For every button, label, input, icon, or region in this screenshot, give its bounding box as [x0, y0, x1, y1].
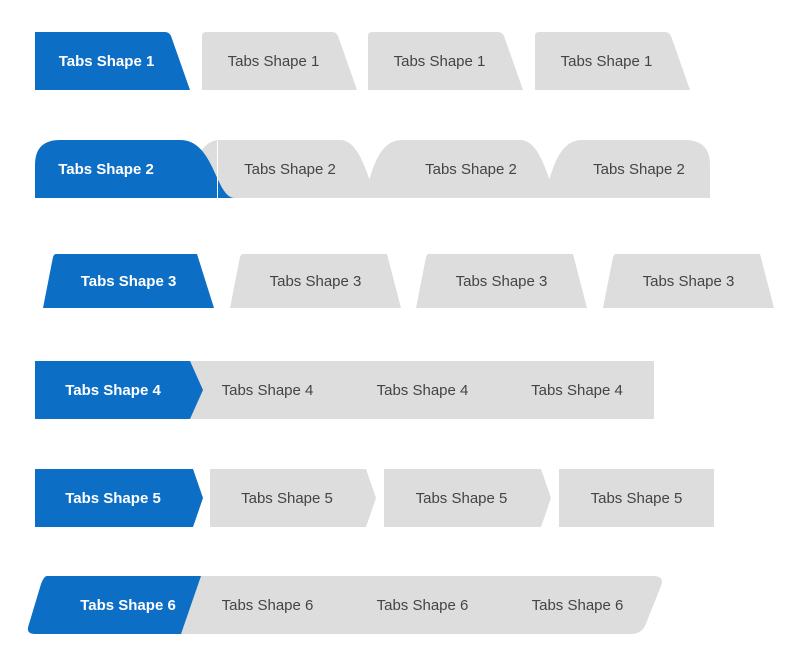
tab-label: Tabs Shape 3 [80, 272, 177, 290]
tab-background [35, 32, 190, 90]
tab-background [35, 469, 203, 527]
tab-background [368, 32, 523, 90]
tab-background [210, 469, 376, 527]
tab-shape-6-4[interactable]: Tabs Shape 6 [500, 576, 655, 634]
tab-background [175, 576, 662, 634]
tab-background [180, 140, 380, 198]
tab-shape-1-3[interactable]: Tabs Shape 1 [368, 32, 523, 90]
tab-label: Tabs Shape 1 [393, 52, 486, 70]
tab-label: Tabs Shape 5 [415, 489, 508, 507]
tab-shape-4-1[interactable]: Tabs Shape 4 [35, 361, 203, 419]
tab-label: Tabs Shape 2 [58, 160, 154, 178]
tab-label: Tabs Shape 5 [590, 489, 683, 507]
tab-shape-5-3[interactable]: Tabs Shape 5 [384, 469, 551, 527]
tab-label: Tabs Shape 1 [58, 52, 155, 70]
tabs-row-shape-4: Tabs Shape 4 Tabs Shape 4 Tabs Shape 4 T… [0, 361, 804, 419]
tab-shape-1-1[interactable]: Tabs Shape 1 [35, 32, 190, 90]
tab-label: Tabs Shape 4 [531, 381, 623, 399]
tab-background [230, 254, 401, 308]
tabs-row-shape-6: Tabs Shape 6 Tabs Shape 6 Tabs Shape 6 T… [0, 576, 804, 634]
tab-label: Tabs Shape 3 [642, 272, 735, 290]
tabs-row-shape-3: Tabs Shape 3 Tabs Shape 3 Tabs Shape 3 T… [0, 254, 804, 308]
tab-shape-2-2[interactable]: Tabs Shape 2 [180, 140, 380, 198]
tab-shape-4-2[interactable]: Tabs Shape 4 [190, 361, 345, 419]
tab-label: Tabs Shape 6 [376, 596, 469, 614]
tab-background [540, 140, 710, 198]
tab-label: Tabs Shape 4 [65, 381, 161, 399]
tab-shape-4-4[interactable]: Tabs Shape 4 [500, 361, 654, 419]
tab-label: Tabs Shape 1 [560, 52, 653, 70]
tab-shape-5-4[interactable]: Tabs Shape 5 [559, 469, 714, 527]
tab-label: Tabs Shape 1 [227, 52, 320, 70]
tab-background [384, 469, 551, 527]
tab-label: Tabs Shape 2 [425, 160, 517, 178]
tabs-row-shape-1: Tabs Shape 1 Tabs Shape 1 Tabs Shape 1 T… [0, 32, 804, 90]
tab-label: Tabs Shape 2 [593, 160, 685, 178]
tab-label: Tabs Shape 5 [241, 489, 333, 507]
tabs-row-shape-2: Tabs Shape 2 Tabs Shape 2 Tabs Shape 2 T… [0, 140, 804, 198]
tab-shape-4-3[interactable]: Tabs Shape 4 [345, 361, 500, 419]
tab-shape-2-1[interactable]: Tabs Shape 2 [35, 140, 235, 198]
tab-shape-6-2[interactable]: Tabs Shape 6 [190, 576, 345, 634]
tab-shape-4-strip-bg [180, 361, 654, 419]
tab-background [603, 254, 774, 308]
tabs-row-shape-5: Tabs Shape 5 Tabs Shape 5 Tabs Shape 5 T… [0, 469, 804, 527]
tab-shape-3-2[interactable]: Tabs Shape 3 [230, 254, 401, 308]
tab-label: Tabs Shape 6 [531, 596, 624, 614]
tab-shape-5-1[interactable]: Tabs Shape 5 [35, 469, 203, 527]
tab-shape-3-1[interactable]: Tabs Shape 3 [43, 254, 214, 308]
tab-shape-2-3[interactable]: Tabs Shape 2 [360, 140, 560, 198]
tab-label: Tabs Shape 6 [80, 596, 176, 614]
tab-shape-3-3[interactable]: Tabs Shape 3 [416, 254, 587, 308]
tab-divider [217, 141, 218, 198]
tab-shape-6-3[interactable]: Tabs Shape 6 [345, 576, 500, 634]
tab-background [35, 361, 203, 419]
tab-shape-5-2[interactable]: Tabs Shape 5 [210, 469, 376, 527]
tab-label: Tabs Shape 6 [221, 596, 314, 614]
tab-label: Tabs Shape 4 [221, 381, 314, 399]
tab-label: Tabs Shape 4 [376, 381, 469, 399]
tab-label: Tabs Shape 5 [65, 489, 161, 507]
tab-shape-2-4[interactable]: Tabs Shape 2 [540, 140, 710, 198]
tab-label: Tabs Shape 3 [269, 272, 362, 290]
tab-background [35, 140, 235, 198]
tab-shape-1-2[interactable]: Tabs Shape 1 [202, 32, 357, 90]
tab-background [535, 32, 690, 90]
tab-background [360, 140, 560, 198]
tab-background [43, 254, 214, 308]
tab-label: Tabs Shape 3 [455, 272, 548, 290]
tab-label: Tabs Shape 2 [244, 160, 336, 178]
tab-background [202, 32, 357, 90]
tab-shape-6-strip [175, 576, 663, 634]
tab-shape-1-4[interactable]: Tabs Shape 1 [535, 32, 690, 90]
tab-shape-3-4[interactable]: Tabs Shape 3 [603, 254, 774, 308]
tab-background [27, 576, 201, 634]
tab-background [416, 254, 587, 308]
tab-shape-6-1[interactable]: Tabs Shape 6 [27, 576, 201, 634]
